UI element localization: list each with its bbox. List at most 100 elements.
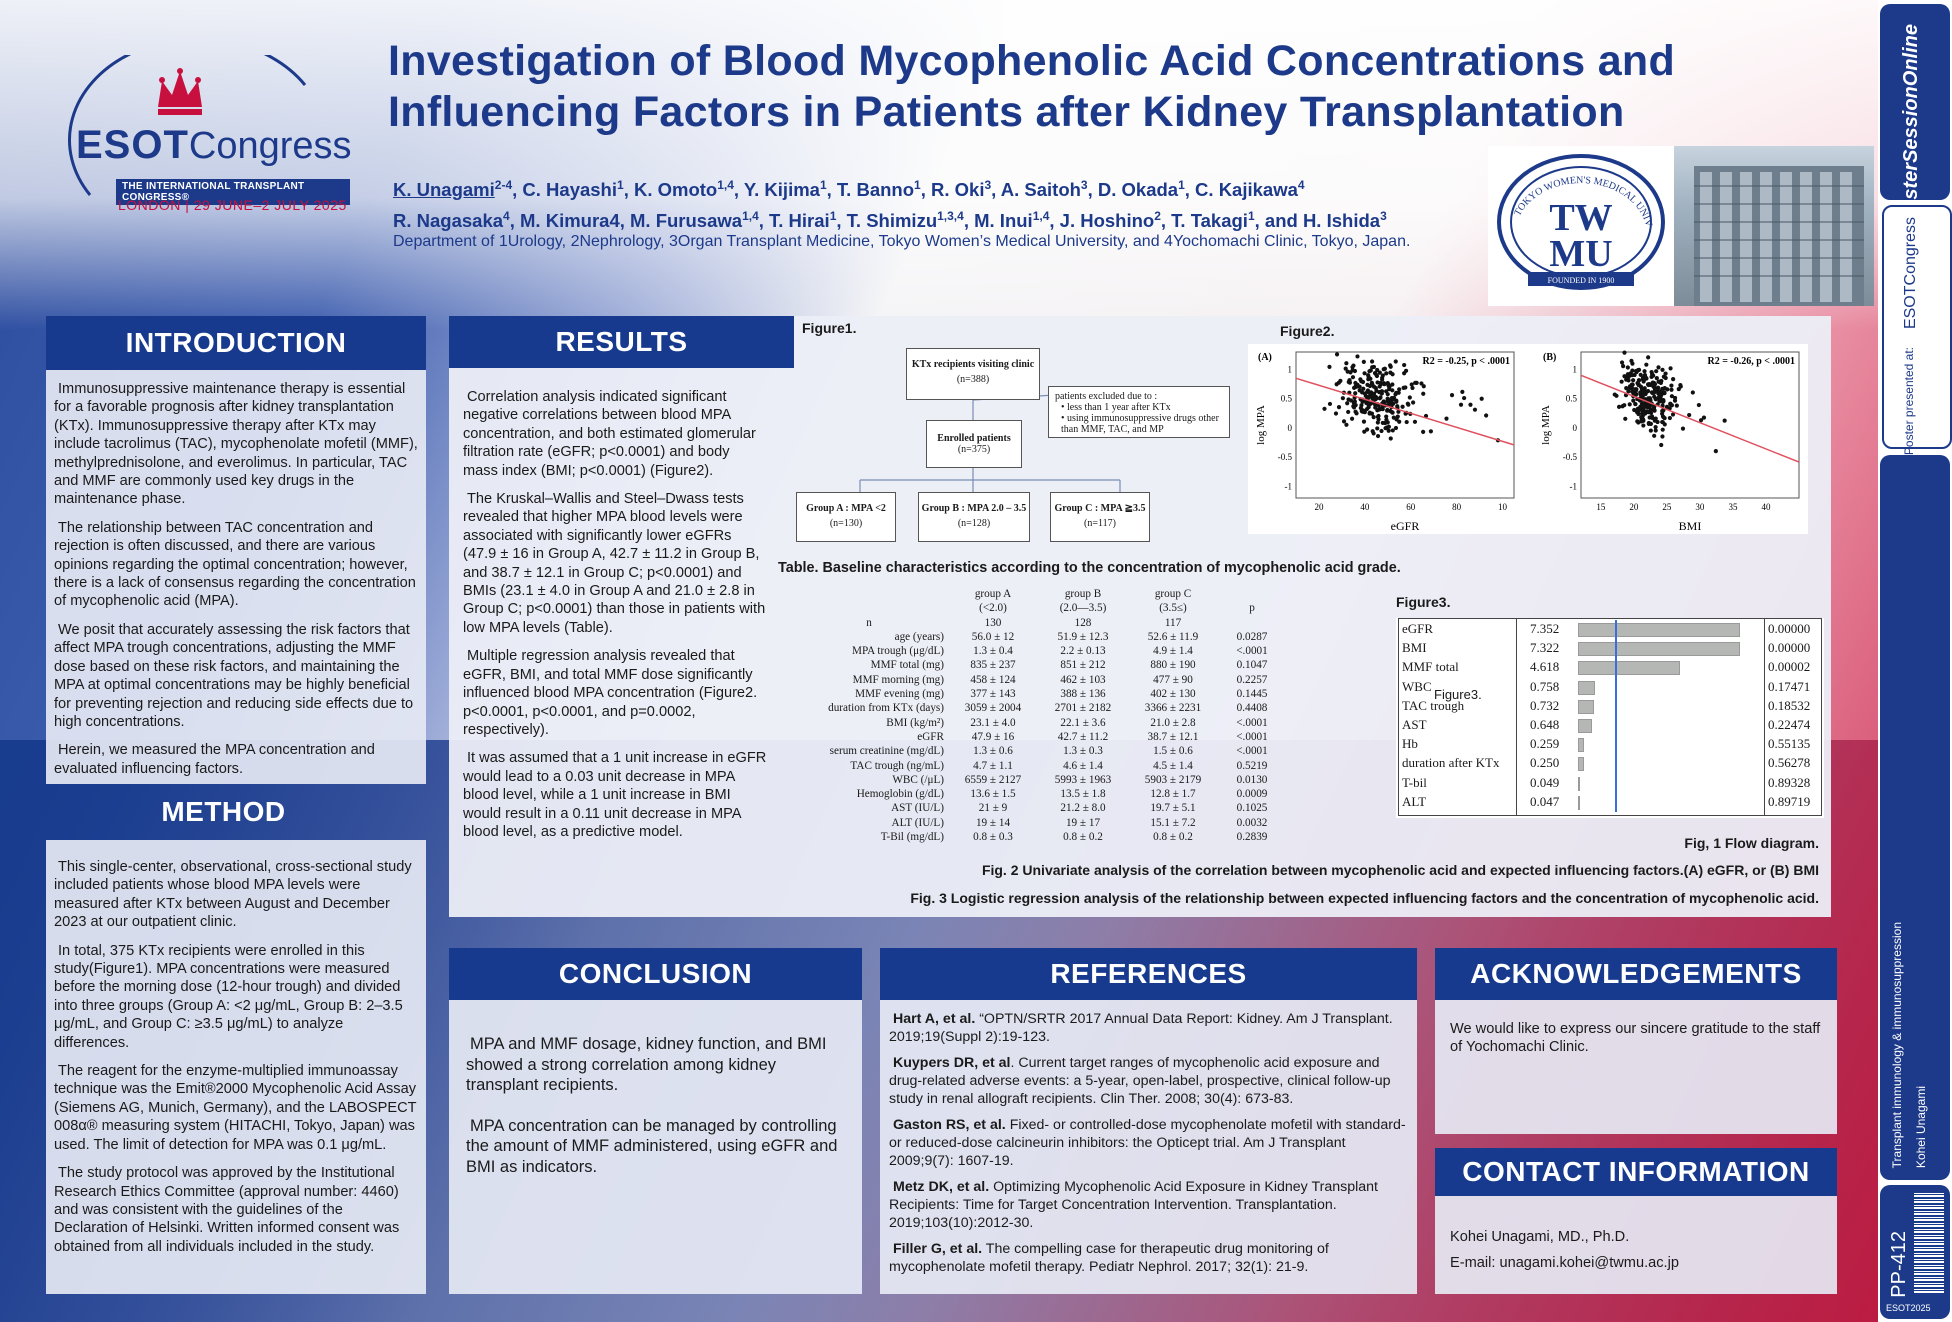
- scatter-point: [1388, 436, 1393, 441]
- reference-text: . Current target ranges of mycophenolic …: [889, 1055, 1391, 1107]
- table-header-cell: group B: [1064, 588, 1102, 600]
- scatter-xtick: 35: [1728, 502, 1738, 512]
- scatter-point: [1640, 401, 1645, 406]
- author-name: , A. Saitoh: [991, 179, 1081, 201]
- scatter-point: [1626, 389, 1631, 394]
- code-tab: PP-412 ESOT2025: [1880, 1185, 1950, 1319]
- scatter-point: [1353, 391, 1358, 396]
- postersession-tab[interactable]: PosterSessionOnline: [1880, 4, 1950, 225]
- table-cell: <.0001: [1236, 716, 1268, 729]
- scatter-point: [1662, 390, 1667, 395]
- method-panel: [46, 840, 426, 1294]
- method-title: METHOD: [161, 796, 286, 827]
- scatter-xtick: 40: [1360, 502, 1370, 512]
- figure1-label: Figure1.: [802, 320, 857, 336]
- table-cell: 19.7 ± 5.1: [1150, 802, 1196, 815]
- scatter-point: [1484, 413, 1489, 418]
- poster-title: Investigation of Blood Mycophenolic Acid…: [388, 36, 1828, 138]
- scatter-point: [1390, 401, 1396, 407]
- scatter-point: [1378, 406, 1383, 412]
- author-name: , and H. Ishida: [1254, 210, 1381, 232]
- figure3-row-value: 0.250: [1530, 755, 1560, 771]
- scatter-point: [1382, 382, 1387, 387]
- scatter-point: [1375, 433, 1381, 439]
- scatter-point: [1327, 364, 1332, 369]
- reference-text: Optimizing Mycophenolic Acid Exposure in…: [889, 1179, 1378, 1231]
- figure3-row-value: 7.322: [1530, 640, 1560, 656]
- scatter-point: [1662, 415, 1667, 421]
- scatter-point: [1409, 382, 1414, 387]
- scatter-point: [1404, 419, 1409, 425]
- scatter-point: [1622, 374, 1627, 379]
- scatter-point: [1633, 401, 1638, 407]
- author-name: , K. Omoto: [623, 179, 718, 201]
- logo-band: THE INTERNATIONAL TRANSPLANT CONGRESS®: [116, 179, 350, 205]
- scatter-xtick: 60: [1406, 502, 1416, 512]
- scatter-point: [1379, 381, 1384, 387]
- regression-line: [1295, 377, 1515, 446]
- fig3-caption: Fig. 3 Logistic regression analysis of t…: [910, 890, 1819, 906]
- table-cell: <.0001: [1236, 745, 1268, 758]
- scatter-point: [1678, 383, 1683, 388]
- author-affil-sup: 3: [984, 178, 992, 192]
- scatter-point: [1349, 416, 1355, 421]
- scatter-point: [1333, 411, 1339, 416]
- introduction-panel: [46, 316, 426, 784]
- reference-item: Filler G, et al. The compelling case for…: [889, 1240, 1411, 1276]
- scatter-point: [1649, 369, 1654, 375]
- table-cell: MPA trough (μg/dL): [852, 645, 944, 658]
- scatter-point: [1621, 364, 1626, 369]
- scatter-point: [1631, 378, 1636, 383]
- authors-line-1: K. Unagami2-4, C. Hayashi1, K. Omoto1,4,…: [393, 172, 1483, 203]
- reference-author: Metz DK, et al.: [893, 1179, 990, 1195]
- scatter-xtick: 20: [1629, 502, 1639, 512]
- presented-box: ESOTCongress Poster presented at:: [1882, 205, 1952, 455]
- table-cell: 1.3 ± 0.3: [1063, 745, 1103, 758]
- author-affil-sup: 2: [1154, 209, 1161, 224]
- barcode-icon: [1914, 1193, 1944, 1293]
- table-cell: 377 ± 143: [970, 688, 1016, 701]
- figure3-row-name: AST: [1402, 717, 1427, 732]
- paragraph: In total, 375 KTx recipients were enroll…: [54, 942, 403, 1051]
- figure3-bar: [1578, 795, 1580, 810]
- scatter-point: [1362, 371, 1367, 376]
- twmu-logo: TOKYO WOMEN'S MEDICAL UNIVERSITY TW MU F…: [1484, 138, 1674, 306]
- scatter-xtick: 30: [1695, 502, 1705, 512]
- scatter-point: [1358, 405, 1363, 411]
- scatter-point: [1650, 390, 1655, 395]
- scatter-point: [1687, 412, 1692, 418]
- scatter-point: [1343, 366, 1348, 371]
- table-cell: 0.1445: [1236, 688, 1268, 701]
- scatter-xtick: 25: [1662, 502, 1672, 512]
- paragraph: Herein, we measured the MPA concentratio…: [54, 742, 375, 777]
- scatter-point: [1375, 426, 1380, 431]
- figure3-row-name: MMF total: [1402, 659, 1459, 675]
- references-title: REFERENCES: [880, 948, 1417, 1000]
- scatter-point: [1364, 406, 1370, 412]
- references-panel: [880, 948, 1417, 1294]
- scatter-point: [1394, 417, 1399, 422]
- scatter-point: [1388, 364, 1393, 369]
- table-cell: 0.2839: [1236, 831, 1268, 844]
- scatter-point: [1627, 385, 1633, 391]
- sidebar-year: ESOT2025: [1886, 1303, 1931, 1313]
- contact-email[interactable]: E-mail: unagami.kohei@twmu.ac.jp: [1450, 1255, 1679, 1271]
- table-cell: BMI (kg/m²): [886, 716, 944, 729]
- figure3-row-p: 0.17471: [1768, 678, 1811, 694]
- scatter-point: [1624, 386, 1629, 391]
- figure3-bar: [1578, 642, 1740, 657]
- table-cell: 1.5 ± 0.6: [1153, 745, 1193, 758]
- paragraph: The Kruskal–Wallis and Steel–Dwass tests…: [463, 491, 766, 636]
- figure2-label: Figure2.: [1280, 323, 1335, 339]
- figure3-bar: [1578, 719, 1593, 733]
- scatter-point: [1336, 404, 1342, 410]
- figure3-bar: [1578, 776, 1580, 791]
- logo-esot-text: ESOT: [76, 123, 189, 167]
- scatter-point: [1412, 419, 1418, 424]
- scatter-point: [1660, 434, 1665, 439]
- scatter-point: [1361, 359, 1366, 364]
- scatter-ylabel: log MPA: [1540, 405, 1552, 445]
